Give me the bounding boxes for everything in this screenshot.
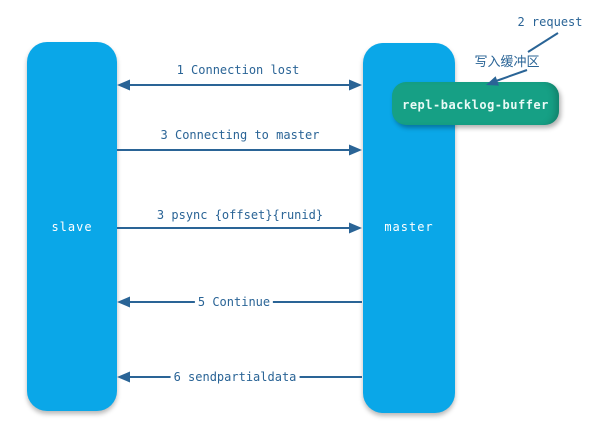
arrow-connecting-to-master [117, 144, 362, 156]
annotation-write-buffer: 写入缓冲区 [474, 55, 540, 70]
repl-backlog-buffer-label: repl-backlog-buffer [402, 97, 549, 112]
message-label-psync: 3 psync {offset}{runid} [156, 208, 324, 222]
annotation-request: 2 request [517, 15, 583, 29]
arrow-request-segment [527, 32, 559, 53]
message-label-connecting-to-master: 3 Connecting to master [160, 128, 320, 142]
arrow-connection-lost [117, 79, 362, 91]
message-label-sendpartialdata: 6 sendpartialdata [170, 370, 300, 384]
slave-node: slave [27, 42, 117, 411]
arrow-psync [117, 222, 362, 234]
repl-backlog-buffer-node: repl-backlog-buffer [392, 82, 559, 125]
message-label-connection-lost: 1 Connection lost [176, 63, 300, 77]
slave-node-label: slave [51, 220, 93, 234]
message-label-continue: 5 Continue [194, 295, 274, 309]
master-node-label: master [384, 220, 434, 234]
